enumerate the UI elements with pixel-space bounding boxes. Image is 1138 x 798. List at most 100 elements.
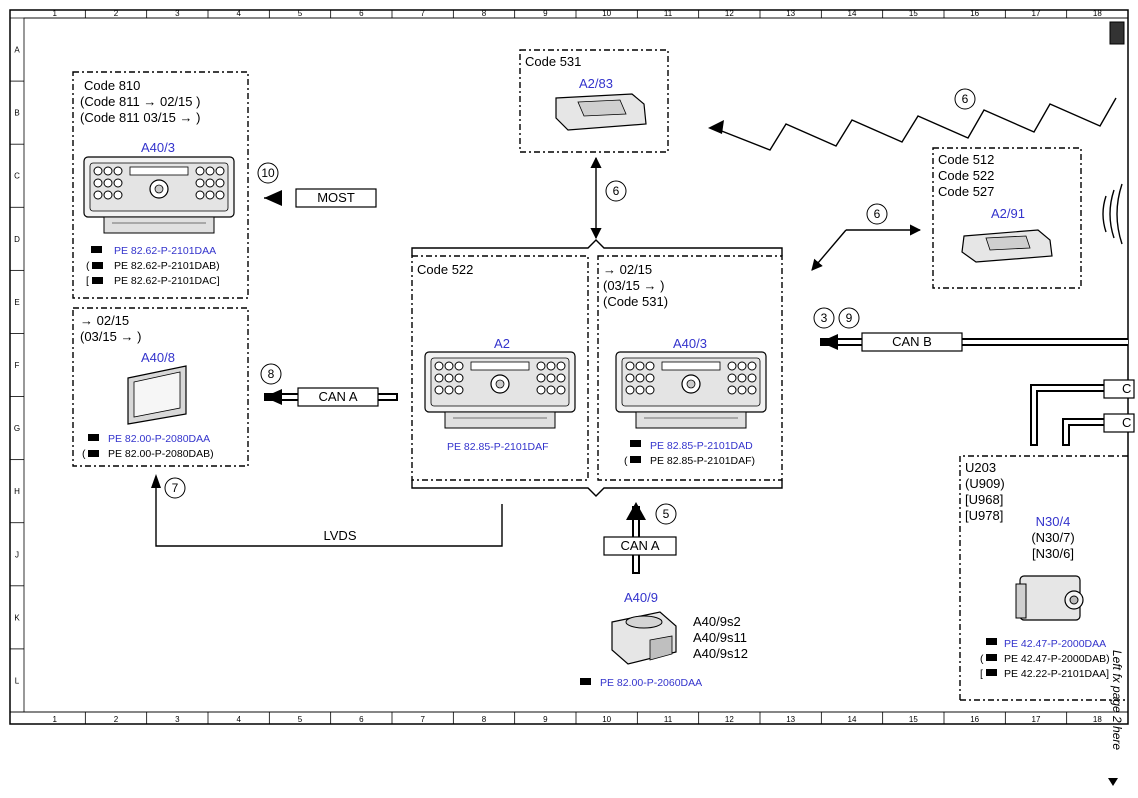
most-bus: MOST — [264, 188, 505, 232]
grid-col-label: 16 — [970, 9, 979, 18]
callout-9: 9 — [838, 307, 860, 329]
can-b-bus: CAN B — [820, 332, 1128, 352]
svg-text:3: 3 — [821, 311, 828, 325]
group-brace-bottom — [411, 480, 783, 497]
ref-a2: PE 82.85-P-2101DAF — [447, 441, 549, 453]
module-id-n30-4: N30/4 — [1036, 514, 1071, 529]
code-label: Code 527 — [938, 184, 994, 199]
grid-col-label: 7 — [420, 9, 425, 18]
svg-text:PE 82.62-P-2101DAB): PE 82.62-P-2101DAB) — [114, 260, 220, 272]
svg-text:PE 82.85-P-2101DAD: PE 82.85-P-2101DAD — [650, 440, 753, 452]
grid-col-label: 2 — [114, 9, 119, 18]
svg-text:PE 82.62-P-2101DAC]: PE 82.62-P-2101DAC] — [114, 275, 220, 287]
code-label: Code 512 — [938, 152, 994, 167]
grid-col-label: 12 — [725, 9, 734, 18]
svg-text:(: ( — [980, 653, 984, 665]
tuner-module-2-image — [961, 229, 1053, 263]
grid-col-label: 4 — [236, 715, 241, 724]
grid-col-label: 6 — [359, 715, 364, 724]
callout-3: 3 — [813, 307, 835, 329]
grid-col-label: 14 — [848, 9, 857, 18]
code-label: [U968] — [965, 492, 1003, 507]
ref-a40-3-3: [ PE 82.62-P-2101DAC] — [86, 275, 220, 287]
grid-col-label: 17 — [1032, 715, 1041, 724]
controller-knob-image — [611, 611, 677, 665]
grid-col-label: 3 — [175, 715, 180, 724]
grid-col-label: 8 — [482, 715, 487, 724]
grid-col-label: 14 — [848, 715, 857, 724]
grid-col-label: 16 — [970, 715, 979, 724]
n30-4-box — [959, 455, 1128, 700]
svg-text:PE 82.85-P-2101DAF): PE 82.85-P-2101DAF) — [650, 455, 755, 467]
grid-col-label: 8 — [482, 9, 487, 18]
a2-91-box — [932, 147, 1082, 289]
module-id-a40-8: A40/8 — [141, 350, 175, 365]
a2-91-link — [811, 224, 922, 271]
ref-a40-3-2: ( PE 82.62-P-2101DAB) — [86, 260, 220, 272]
grid-row-label: H — [14, 487, 20, 496]
a40-3-left-box — [72, 71, 249, 299]
ref-a40-8-2: (PE 82.00-P-2080DAB) — [82, 448, 214, 460]
abs-module-image — [1015, 575, 1084, 621]
page-corner-icon — [1109, 21, 1125, 45]
grid-col-label: 17 — [1032, 9, 1041, 18]
ref-n30-4-3: [PE 42.22-P-2101DAA] — [980, 668, 1109, 680]
code-label: (03/15 → ) — [80, 329, 141, 344]
a40-8-box — [72, 307, 249, 467]
code-label: (Code 531) — [603, 294, 668, 309]
grid-row-label: G — [14, 424, 20, 433]
svg-text:MOST: MOST — [317, 190, 355, 205]
can-c-lines: C C — [1030, 379, 1135, 446]
grid-col-label: 10 — [602, 715, 611, 724]
code-label: (U909) — [965, 476, 1005, 491]
code-label: (Code 811 → 02/15 ) — [80, 94, 200, 109]
grid-col-label: 11 — [664, 9, 673, 18]
can-a-left-bus: CAN A — [264, 387, 398, 407]
svg-text:CAN B: CAN B — [892, 334, 932, 349]
ref-a40-3-center-2: (PE 82.85-P-2101DAF) — [624, 455, 755, 467]
code-label: (Code 811 03/15 → ) — [80, 110, 200, 125]
svg-text:[: [ — [980, 668, 983, 680]
a2-box — [411, 255, 589, 481]
display-screen-image — [127, 365, 187, 425]
grid-col-label: 13 — [786, 715, 795, 724]
callout-5: 5 — [655, 503, 677, 525]
svg-text:LVDS: LVDS — [324, 528, 357, 543]
svg-text:C: C — [1122, 415, 1131, 430]
svg-text:PE 42.47-P-2000DAA: PE 42.47-P-2000DAA — [1004, 638, 1106, 650]
grid-row-label: L — [15, 676, 20, 685]
grid-row-label: A — [14, 46, 20, 55]
code-label: Code 810 — [84, 78, 140, 93]
svg-text:(: ( — [86, 260, 90, 272]
svg-text:PE 82.00-P-2080DAB): PE 82.00-P-2080DAB) — [108, 448, 214, 460]
code-label: (03/15 → ) — [603, 278, 664, 293]
svg-text:[: [ — [86, 275, 89, 287]
lvds-line: LVDS — [151, 474, 503, 547]
code-label: → 02/15 — [603, 262, 652, 277]
group-brace-top — [411, 239, 783, 256]
svg-text:PE 82.00-P-2080DAA: PE 82.00-P-2080DAA — [108, 433, 210, 445]
module-id-a40-9: A40/9 — [624, 590, 658, 605]
module-id-a2: A2 — [494, 336, 510, 351]
grid-row-label: B — [14, 109, 19, 118]
radio-a40-3-center-image — [615, 351, 767, 429]
grid-col-label: 1 — [52, 9, 57, 18]
module-id-a2-83: A2/83 — [579, 76, 613, 91]
sub-component: A40/9s12 — [693, 646, 748, 661]
ref-a40-9: PE 82.00-P-2060DAA — [580, 677, 702, 689]
tuner-module-image — [555, 93, 647, 131]
svg-text:C: C — [1122, 381, 1131, 396]
code-label: [U978] — [965, 508, 1003, 523]
svg-text:9: 9 — [846, 311, 853, 325]
ref-n30-4-1: PE 42.47-P-2000DAA — [986, 638, 1106, 650]
svg-text:PE 42.47-P-2000DAB): PE 42.47-P-2000DAB) — [1004, 653, 1110, 665]
radio-a2-image — [424, 351, 576, 429]
code-label: U203 — [965, 460, 996, 475]
alt-id: (N30/7) — [1031, 530, 1074, 545]
grid-row-label: C — [14, 172, 20, 181]
can-a-bottom-bus: CAN A — [603, 502, 677, 574]
svg-text:6: 6 — [613, 184, 620, 198]
module-id-a40-3-center: A40/3 — [673, 336, 707, 351]
